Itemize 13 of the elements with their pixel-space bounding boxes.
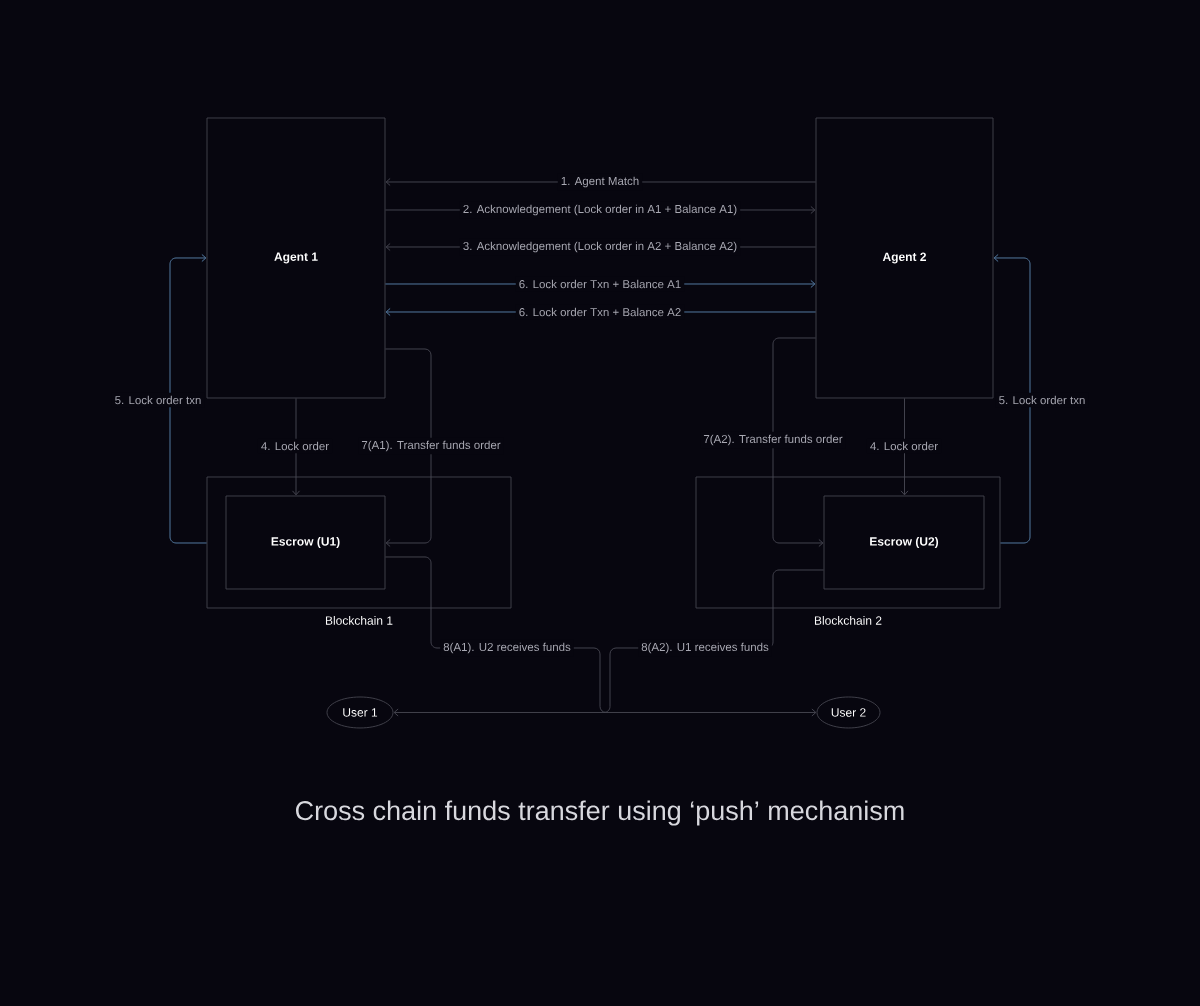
- node-label: Blockchain 1: [325, 615, 393, 625]
- node-label: Blockchain 2: [814, 615, 882, 625]
- arrow: [385, 348, 432, 547]
- title: Cross chain funds transfer using ‘push’ mechanism: [296, 800, 904, 826]
- arrow: [993, 254, 1031, 544]
- escrow-box: Escrow (U2): [823, 495, 985, 590]
- arrow: [292, 398, 300, 496]
- arrow: [169, 254, 207, 544]
- agent-box: Agent 1: [206, 117, 386, 399]
- agent-box: Agent 2: [815, 117, 994, 399]
- escrow-box: Escrow (U1): [225, 495, 386, 590]
- arrow: [900, 398, 909, 496]
- arrow: [772, 337, 824, 547]
